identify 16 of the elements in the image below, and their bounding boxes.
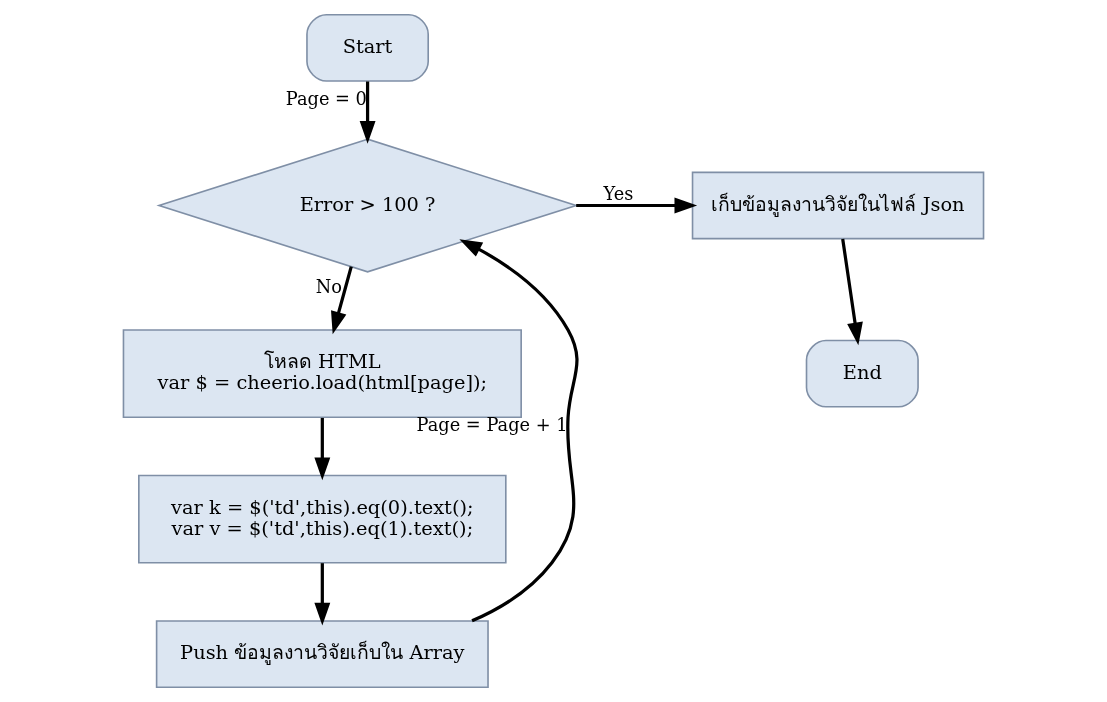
arrow — [331, 266, 353, 335]
edge-label: No — [315, 276, 342, 298]
node-box: End — [805, 339, 919, 408]
arrow — [359, 81, 376, 144]
node-box: Start — [306, 13, 429, 82]
node-box: var k = $('td',this).eq(0).text(); var v = $('td',this).eq(1).text(); — [138, 474, 507, 564]
arrow — [841, 238, 863, 346]
arrow — [314, 417, 331, 481]
node-diamond: Error > 100 ? — [156, 138, 579, 273]
node-box: Push ข้อมูลงานวิจัยเก็บใน Array — [155, 620, 489, 689]
arrow — [459, 239, 579, 623]
edge-label: Yes — [603, 183, 634, 205]
node-box: เก็บข้อมูลงานวิจัยในไฟล์ Json — [691, 171, 985, 240]
arrow — [314, 563, 331, 626]
arrow — [576, 197, 698, 214]
edge-label: Page = 0 — [285, 88, 367, 110]
